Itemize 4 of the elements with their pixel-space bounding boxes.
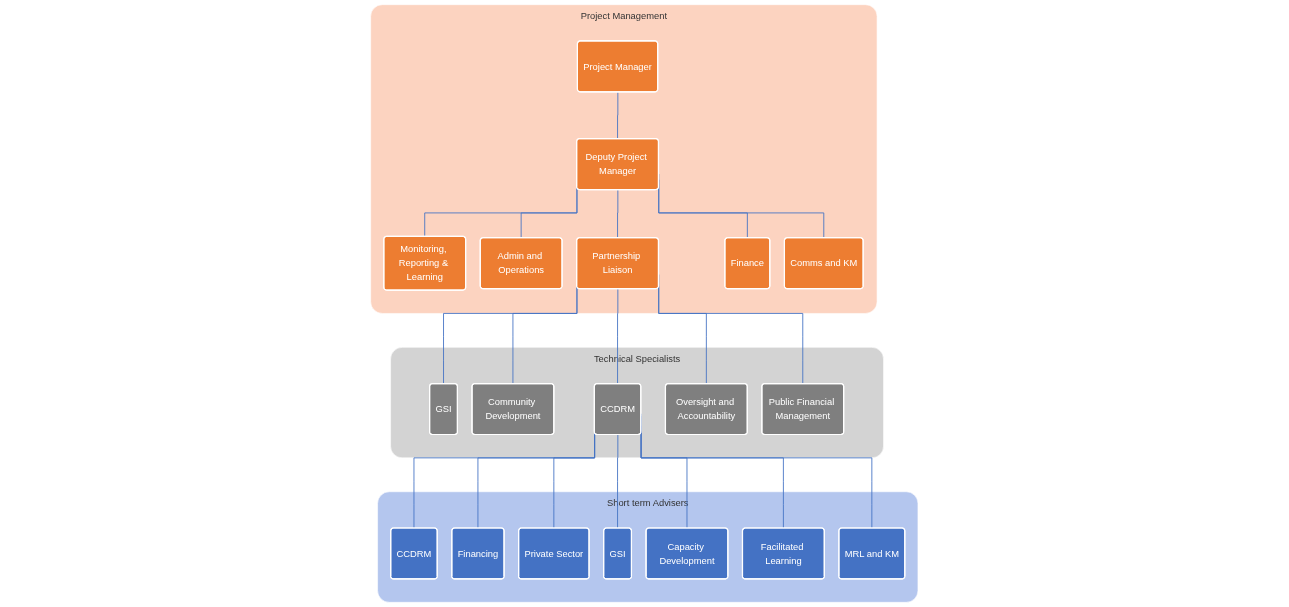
connector	[617, 189, 619, 239]
connector	[617, 288, 619, 385]
connector	[617, 434, 619, 529]
connector	[617, 91, 619, 140]
